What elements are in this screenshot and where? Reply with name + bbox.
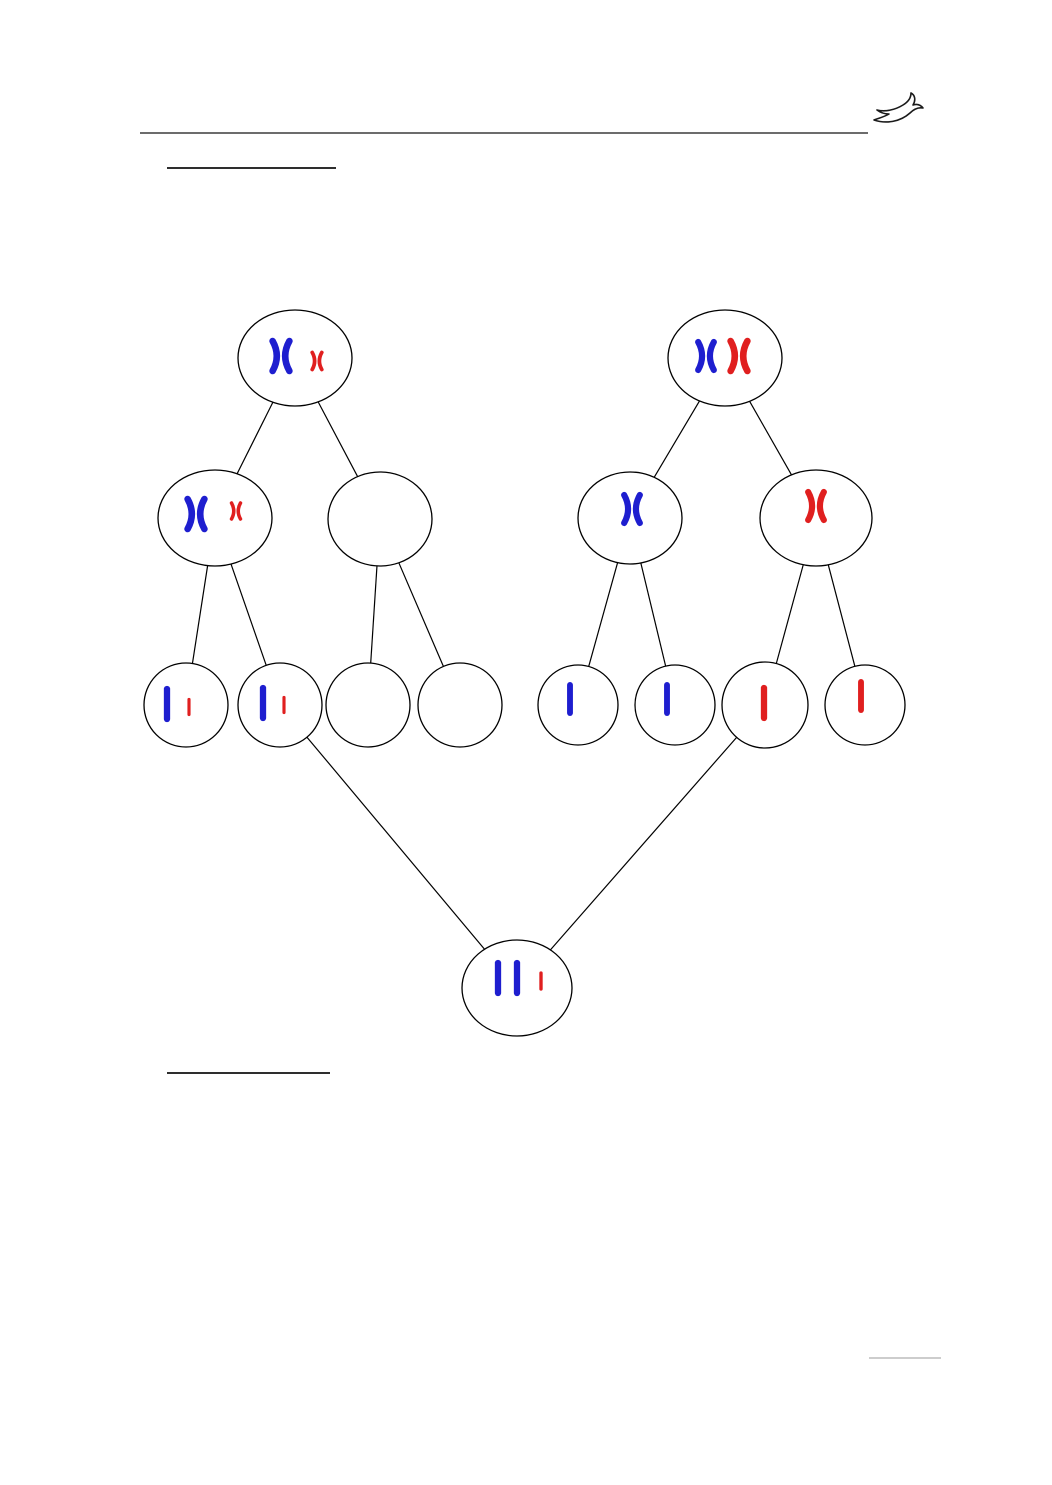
division-edge-R1b-R2d	[827, 564, 856, 667]
cell-meiosis1-cell-right-b	[759, 469, 873, 567]
cell-meiosis1-cell-left-a	[157, 469, 273, 567]
red-duplicated-chromosome	[229, 501, 243, 521]
red-duplicated-chromosome	[805, 488, 827, 524]
red-duplicated-chromosome	[727, 337, 751, 375]
division-edge-R0-R1b	[749, 400, 792, 476]
cell-gamete-left-4	[417, 662, 503, 748]
cell-gamete-left-1	[143, 662, 229, 748]
cell-meiosis1-cell-left-b	[327, 471, 433, 567]
cell-parent-cell-left	[237, 309, 353, 407]
cell-gamete-left-2	[237, 662, 323, 748]
division-edge-R0-R1a	[653, 400, 701, 478]
division-edge-R1b-R2c	[775, 564, 804, 664]
cell-parent-cell-right	[667, 309, 783, 407]
division-edge-L0-L1a	[236, 401, 274, 475]
blue-duplicated-chromosome	[184, 495, 208, 533]
cell-gamete-right-1	[537, 664, 619, 746]
division-edge-L2b-Z	[306, 736, 486, 950]
blue-duplicated-chromosome	[621, 491, 643, 527]
division-edge-R1a-R2a	[588, 562, 619, 667]
cell-gamete-right-2	[634, 664, 716, 746]
division-edge-R2c-Z	[549, 736, 738, 951]
cell-gamete-right-4	[824, 664, 906, 746]
dove-logo-icon	[873, 92, 924, 123]
division-edge-L1b-L2c	[370, 565, 378, 664]
header-layer	[140, 92, 924, 134]
cell-gamete-right-3	[721, 661, 809, 749]
blank-lines-layer	[167, 167, 941, 1359]
division-edge-L1a-L2b	[230, 563, 267, 666]
cell-meiosis1-cell-right-a	[577, 471, 683, 565]
blue-duplicated-chromosome	[695, 338, 717, 374]
diagram-layer	[143, 309, 906, 1037]
division-edge-L1a-L2a	[191, 565, 209, 664]
division-edge-L1b-L2d	[398, 562, 444, 667]
division-edge-L0-L1b	[317, 401, 359, 477]
blue-duplicated-chromosome	[269, 337, 293, 375]
cell-gamete-left-3	[325, 662, 411, 748]
red-duplicated-chromosome	[310, 350, 324, 372]
division-edge-R1a-R2b	[640, 562, 667, 667]
cell-zygote-cell	[461, 939, 573, 1037]
